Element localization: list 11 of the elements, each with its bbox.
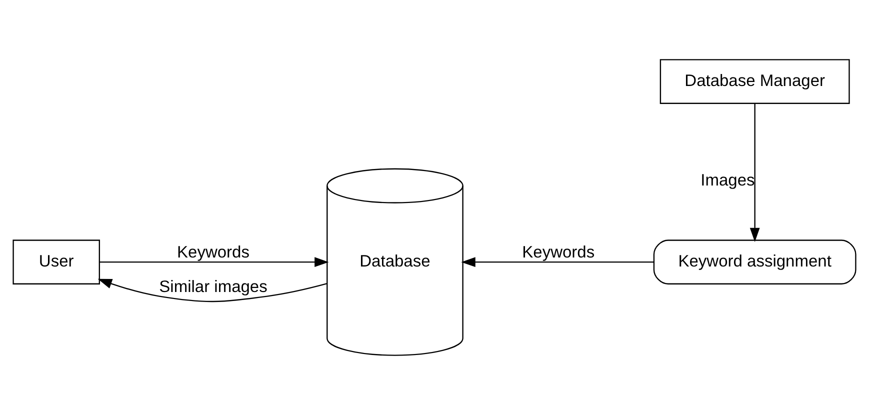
edge-label: Images xyxy=(700,170,755,189)
node-box: User xyxy=(12,239,100,284)
arrow xyxy=(461,256,654,267)
arrow xyxy=(750,103,760,242)
arrow xyxy=(98,278,328,302)
arrow xyxy=(99,256,329,267)
node-box: Database Manager xyxy=(660,58,850,104)
edge-label: Similar images xyxy=(159,277,268,296)
edge-label: Keywords xyxy=(177,243,250,262)
node-box: Keyword assignment xyxy=(653,239,856,284)
edge-label: Keywords xyxy=(522,243,595,262)
